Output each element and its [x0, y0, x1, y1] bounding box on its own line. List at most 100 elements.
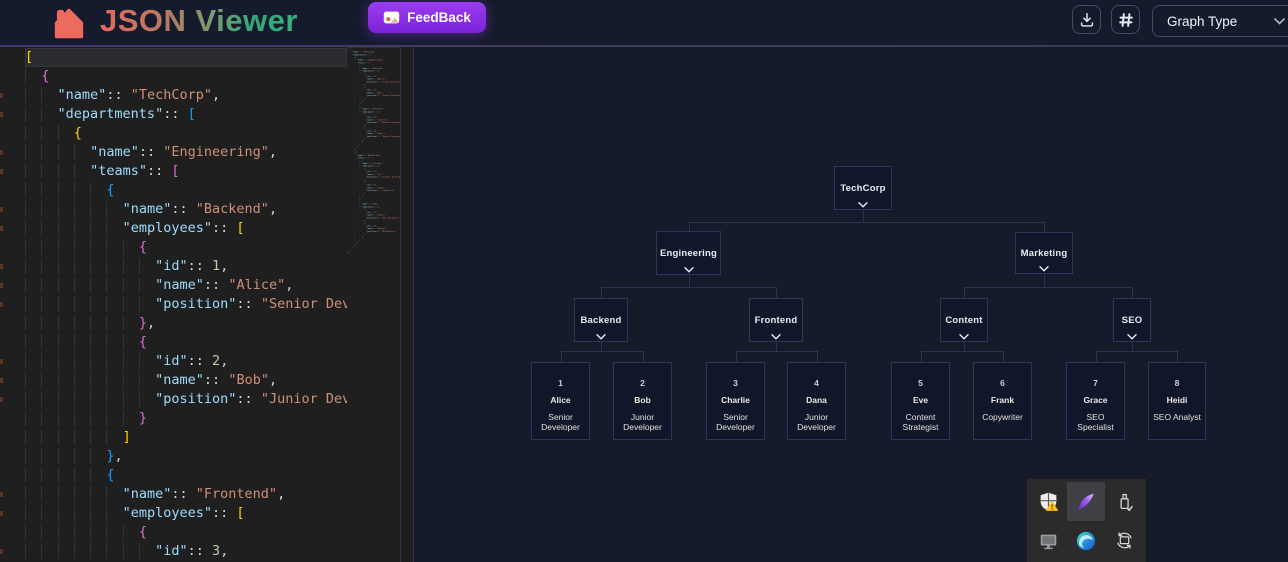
code-line[interactable]: {: [25, 523, 347, 542]
graph-edge: [964, 287, 1132, 288]
employee-position: SEO Analyst: [1151, 413, 1203, 423]
graph-node-emp7[interactable]: 7GraceSEO Specialist: [1066, 362, 1125, 440]
node-label: TechCorp: [840, 183, 885, 194]
graph-edge: [1003, 351, 1004, 362]
code-line[interactable]: "name":: "Frontend",: [25, 485, 347, 504]
graph-node-emp1[interactable]: 1AliceSenior Developer: [531, 362, 590, 440]
graph-edge: [1044, 274, 1045, 287]
employee-id: 8: [1175, 378, 1180, 388]
graph-canvas[interactable]: TechCorpEngineering MarketingBackend Front…: [413, 45, 1288, 562]
graph-node-backend[interactable]: Backend: [574, 298, 628, 342]
graph-node-seo[interactable]: SEO: [1113, 298, 1151, 342]
download-button[interactable]: [1072, 5, 1101, 34]
graph-edge: [921, 351, 922, 362]
employee-name: Grace: [1083, 395, 1107, 405]
employee-id: 3: [733, 378, 738, 388]
graph-edge: [1096, 351, 1097, 362]
gutter-mark: [0, 302, 3, 307]
hash-grid-button[interactable]: [1111, 5, 1140, 34]
employee-name: Alice: [550, 395, 570, 405]
collapse-chevron-icon[interactable]: [771, 334, 781, 340]
collapse-chevron-icon[interactable]: [858, 202, 868, 208]
graph-edge: [643, 351, 644, 362]
graph-node-emp6[interactable]: 6FrankCopywriter: [973, 362, 1032, 440]
code-line[interactable]: {: [25, 238, 347, 257]
code-line[interactable]: {: [25, 466, 347, 485]
edge-browser-icon[interactable]: [1067, 521, 1105, 560]
code-line[interactable]: "position":: "Junior Developer": [25, 390, 347, 409]
graph-node-techcorp[interactable]: TechCorp: [834, 166, 892, 210]
editor-scrollbar[interactable]: [401, 45, 413, 562]
employee-id: 7: [1093, 378, 1098, 388]
code-line[interactable]: "name":: "Engineering",: [25, 143, 347, 162]
code-area[interactable]: [ { "name":: "TechCorp", "departments"::…: [0, 45, 347, 562]
code-line[interactable]: "name":: "TechCorp",: [25, 86, 347, 105]
code-line[interactable]: ]: [348, 252, 400, 255]
employee-position: SEO Specialist: [1070, 413, 1122, 432]
code-line[interactable]: }: [25, 409, 347, 428]
collapse-chevron-icon[interactable]: [1127, 334, 1137, 340]
minimap[interactable]: [ { "name":: "TechCorp", "departments"::…: [347, 45, 400, 562]
graph-edge: [817, 351, 818, 362]
collapse-chevron-icon[interactable]: [959, 334, 969, 340]
graph-node-emp8[interactable]: 8HeidiSEO Analyst: [1148, 362, 1206, 440]
feather-app-icon[interactable]: [1067, 482, 1105, 521]
json-editor[interactable]: [ { "name":: "TechCorp", "departments"::…: [0, 45, 413, 562]
graph-edge: [863, 210, 864, 222]
gutter-mark: [0, 207, 3, 212]
graph-node-emp2[interactable]: 2BobJunior Developer: [613, 362, 672, 440]
graph-edge: [736, 351, 817, 352]
collapse-chevron-icon[interactable]: [684, 267, 694, 273]
code-line[interactable]: "position":: "Senior Developer": [25, 295, 347, 314]
graph-node-marketing[interactable]: Marketing: [1015, 232, 1073, 274]
code-line[interactable]: {: [25, 124, 347, 143]
app-header: JSON Viewer FeedBack: [0, 0, 1288, 45]
code-line[interactable]: "departments":: [: [25, 105, 347, 124]
code-line[interactable]: "teams":: [: [25, 162, 347, 181]
graph-edge: [921, 351, 1003, 352]
code-line[interactable]: "employees":: [: [25, 219, 347, 238]
graph-node-engineering[interactable]: Engineering: [656, 231, 721, 275]
code-line[interactable]: "id":: 3,: [25, 542, 347, 561]
code-line[interactable]: {: [25, 333, 347, 352]
code-line[interactable]: },: [25, 314, 347, 333]
hash-grid-icon: [1117, 11, 1135, 29]
code-line[interactable]: ]: [25, 428, 347, 447]
code-line[interactable]: {: [25, 67, 347, 86]
code-line[interactable]: {: [25, 181, 347, 200]
code-line[interactable]: "id":: 1,: [25, 257, 347, 276]
graph-type-select[interactable]: Graph Type: [1152, 5, 1288, 37]
employee-name: Dana: [806, 395, 827, 405]
graph-edge: [689, 222, 690, 231]
monitor-icon[interactable]: [1029, 521, 1067, 560]
code-line[interactable]: "id":: 2,: [25, 352, 347, 371]
code-line[interactable]: "name":: "Alice",: [25, 276, 347, 295]
code-line[interactable]: "employees":: [: [25, 504, 347, 523]
graph-node-emp5[interactable]: 5EveContent Strategist: [891, 362, 950, 440]
graph-node-frontend[interactable]: Frontend: [749, 298, 803, 342]
graph-edge: [1132, 342, 1133, 351]
graph-edge: [776, 342, 777, 351]
graph-edge: [736, 351, 737, 362]
collapse-chevron-icon[interactable]: [1039, 266, 1049, 272]
header-divider: [0, 45, 1288, 47]
gutter-mark: [0, 378, 3, 383]
graph-node-content[interactable]: Content: [940, 298, 988, 342]
feedback-button[interactable]: FeedBack: [368, 2, 486, 33]
employee-position: Junior Developer: [617, 413, 669, 432]
code-line[interactable]: "name":: "Bob",: [25, 371, 347, 390]
graph-edge: [1132, 287, 1133, 298]
graph-type-label: Graph Type: [1167, 14, 1237, 29]
usb-safely-remove-icon[interactable]: [1105, 482, 1143, 521]
code-line[interactable]: [: [25, 48, 347, 67]
screen-cast-rotate-icon[interactable]: [1105, 521, 1143, 560]
code-line[interactable]: "name":: "Backend",: [25, 200, 347, 219]
collapse-chevron-icon[interactable]: [596, 334, 606, 340]
graph-edge: [689, 222, 1045, 223]
node-label: Marketing: [1021, 248, 1068, 259]
graph-node-emp4[interactable]: 4DanaJunior Developer: [787, 362, 846, 440]
windows-security-shield-icon[interactable]: [1029, 482, 1067, 521]
feedback-label: FeedBack: [407, 10, 471, 25]
code-line[interactable]: },: [25, 447, 347, 466]
graph-node-emp3[interactable]: 3CharlieSenior Developer: [706, 362, 765, 440]
